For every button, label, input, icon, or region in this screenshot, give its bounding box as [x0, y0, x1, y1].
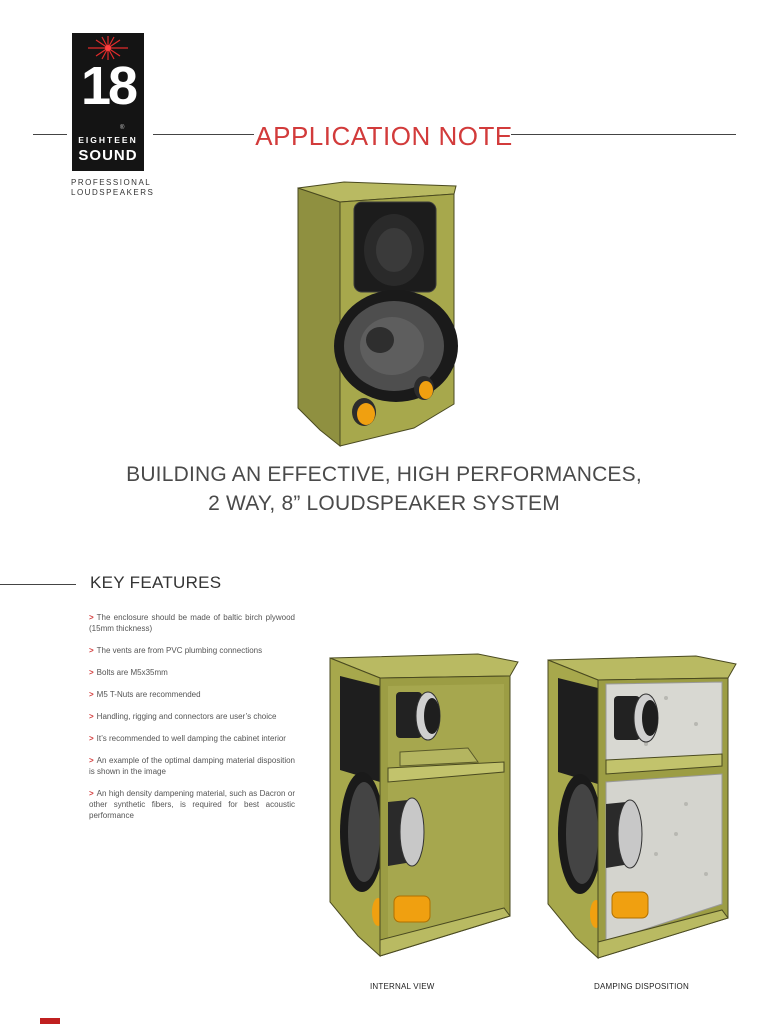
feature-marker: > [89, 734, 94, 743]
damping-disposition-caption: DAMPING DISPOSITION [594, 982, 689, 991]
footer-accent-mark [40, 1018, 60, 1024]
feature-item: >An example of the optimal damping mater… [89, 755, 295, 777]
key-features-heading: KEY FEATURES [90, 573, 222, 592]
feature-text: Handling, rigging and connectors are use… [96, 712, 277, 721]
logo-number: 18 [80, 56, 138, 116]
document-title: BUILDING AN EFFECTIVE, HIGH PERFORMANCES… [84, 460, 684, 518]
feature-marker: > [89, 789, 94, 798]
logo-wordmark-bottom: SOUND [78, 147, 138, 164]
feature-marker: > [89, 646, 94, 655]
feature-item: >M5 T-Nuts are recommended [89, 689, 295, 700]
feature-marker: > [89, 756, 94, 765]
internal-view-illustration [329, 653, 519, 958]
feature-item: >Handling, rigging and connectors are us… [89, 711, 295, 722]
feature-text: M5 T-Nuts are recommended [96, 690, 201, 699]
feature-item: >The vents are from PVC plumbing connect… [89, 645, 295, 656]
internal-view-caption: INTERNAL VIEW [370, 982, 435, 991]
star-icon [88, 36, 128, 60]
feature-marker: > [89, 712, 94, 721]
logo-wordmark-top: EIGHTEEN [78, 135, 138, 145]
header-rule-right [511, 134, 736, 135]
brand-logo: 18 ® EIGHTEEN SOUND [72, 33, 144, 171]
tagline-line-1: PROFESSIONAL [71, 178, 152, 187]
page-title: APPLICATION NOTE [255, 121, 513, 151]
document-title-line-2: 2 WAY, 8” LOUDSPEAKER SYSTEM [208, 492, 560, 515]
feature-text: The vents are from PVC plumbing connecti… [96, 646, 263, 655]
feature-marker: > [89, 613, 94, 622]
brand-tagline: PROFESSIONAL LOUDSPEAKERS [71, 178, 181, 198]
feature-text: An example of the optimal damping materi… [89, 756, 295, 776]
speaker-hero-illustration [297, 181, 458, 448]
feature-text: An high density dampening material, such… [89, 789, 295, 820]
feature-marker: > [89, 690, 94, 699]
feature-text: The enclosure should be made of baltic b… [89, 613, 295, 633]
document-title-line-1: BUILDING AN EFFECTIVE, HIGH PERFORMANCES… [126, 463, 642, 486]
feature-item: >The enclosure should be made of baltic … [89, 612, 295, 634]
feature-marker: > [89, 668, 94, 677]
feature-item: >Bolts are M5x35mm [89, 667, 295, 678]
feature-text: It’s recommended to well damping the cab… [96, 734, 286, 743]
registered-mark: ® [120, 125, 125, 131]
key-features-list: >The enclosure should be made of baltic … [89, 612, 295, 832]
feature-item: >An high density dampening material, suc… [89, 788, 295, 821]
header-rule-left [33, 134, 67, 135]
features-rule [0, 584, 76, 585]
feature-item: >It’s recommended to well damping the ca… [89, 733, 295, 744]
header-rule-mid [153, 134, 254, 135]
damping-disposition-illustration [547, 655, 737, 960]
tagline-line-2: LOUDSPEAKERS [71, 188, 155, 197]
feature-text: Bolts are M5x35mm [96, 668, 168, 677]
